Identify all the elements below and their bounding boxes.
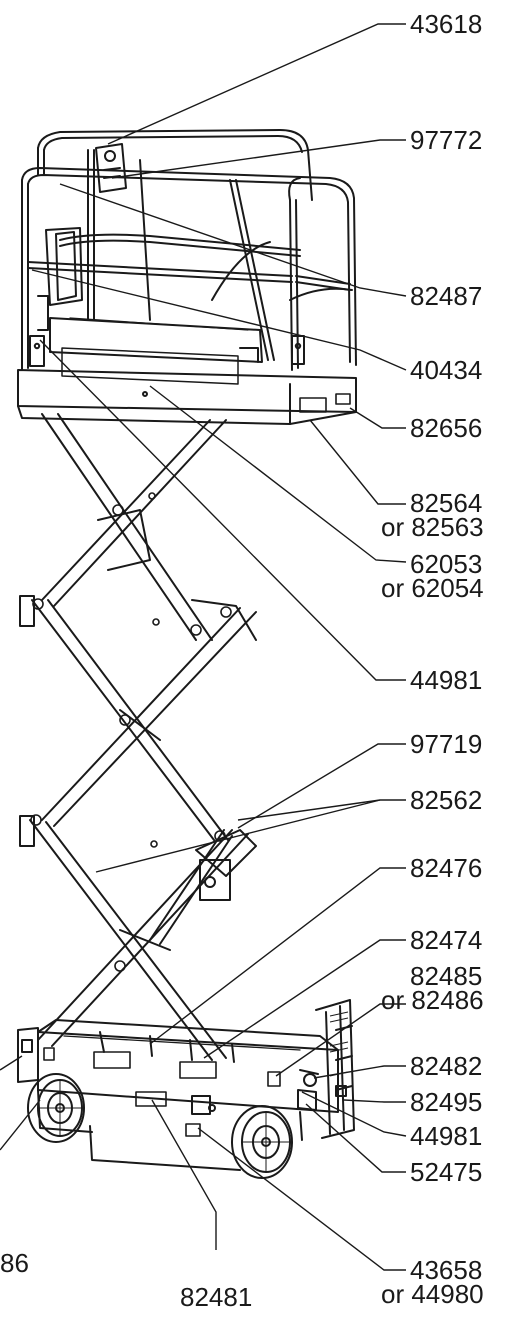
label-82656: 82656 (410, 413, 483, 443)
label-82487: 82487 (410, 281, 483, 311)
lift-cylinder (149, 829, 257, 945)
label-82562: 82562 (410, 785, 483, 815)
label-82563: or 82563 (381, 512, 484, 542)
pivot-bolts (30, 492, 232, 972)
label-82476: 82476 (410, 853, 483, 883)
label-97719: 97719 (410, 729, 483, 759)
label-97772: 97772 (410, 125, 483, 155)
label-82482: 82482 (410, 1051, 483, 1081)
label-44980: or 44980 (381, 1279, 484, 1309)
label-82481: 82481 (180, 1282, 253, 1312)
front-wheel (27, 1073, 85, 1143)
control-box (95, 143, 127, 193)
label-82486: or 82486 (381, 985, 484, 1015)
label-82474: 82474 (410, 925, 483, 955)
label-82485: 82485 (410, 961, 483, 991)
platform-deck (17, 295, 357, 425)
rear-wheel (231, 1105, 293, 1179)
label-43618: 43618 (410, 9, 483, 39)
chassis (17, 999, 355, 1171)
label-43658: 43658 (410, 1255, 483, 1285)
label-82495: 82495 (410, 1087, 483, 1117)
label-62054: or 62054 (381, 573, 484, 603)
guard-rail (21, 129, 357, 371)
label-44981-upper: 44981 (410, 665, 483, 695)
label-52475: 52475 (410, 1157, 483, 1187)
label-82564: 82564 (410, 488, 483, 518)
scissor-arms (19, 413, 257, 1061)
label-62053: 62053 (410, 549, 483, 579)
label-40434: 40434 (410, 355, 483, 385)
label-44981-lower: 44981 (410, 1121, 483, 1151)
label-86-partial: 86 (0, 1248, 29, 1278)
leader-lines (0, 23, 407, 1271)
